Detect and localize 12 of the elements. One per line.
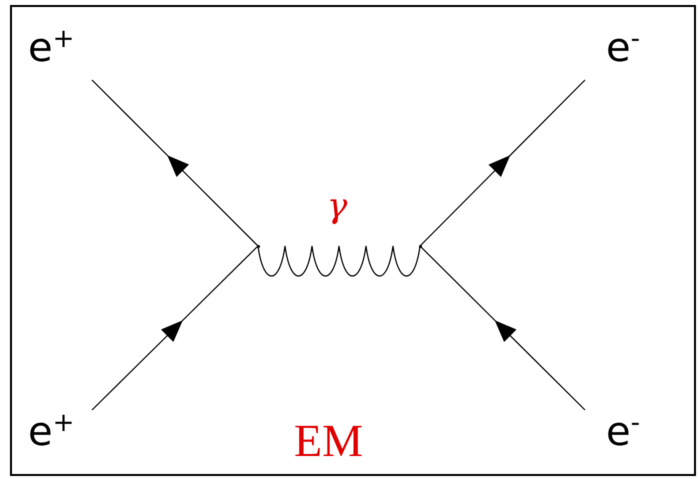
fermion-line [92,246,258,410]
fermion-line [420,246,586,410]
vertex-dot [419,245,422,248]
particle-label: e$^{-}$ [606,412,640,452]
fermion-line [420,80,586,246]
particle-label: e$^{+}$ [28,28,74,68]
interaction-label: EM [294,418,363,464]
wavy-photon-line [257,245,421,276]
vertex-dot [257,245,260,248]
fermion-line [92,80,258,246]
particle-label: e$^{-}$ [606,28,640,68]
particle-label: e$^{+}$ [28,412,74,452]
